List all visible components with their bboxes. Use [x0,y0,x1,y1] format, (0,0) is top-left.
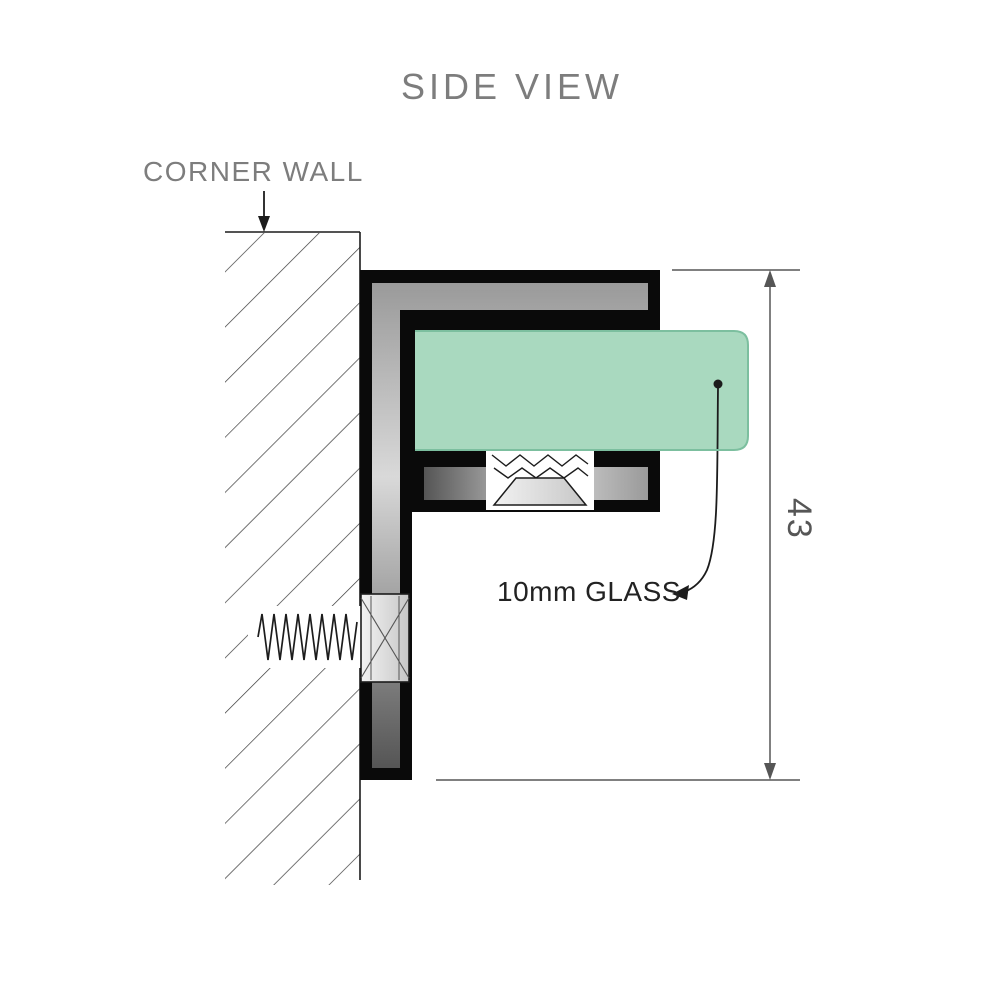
grub-screw-thread-line-1 [491,454,589,467]
glass-leader-arrowhead-icon [672,585,689,600]
grub-screw-thread-line-2 [493,467,589,479]
grub-screw [486,450,594,510]
glass-leader-dot [713,379,723,389]
screw-head-taper-line-2 [360,597,410,679]
grub-screw-cone [492,477,588,506]
dimension-43: 43 [436,269,818,781]
corner-wall-arrowhead-icon [258,216,270,232]
dimension-value-label: 43 [780,498,818,540]
glass-leader [672,379,723,600]
corner-wall-arrow [258,191,270,232]
dimension-arrowhead-bottom-icon [764,763,776,780]
glass-panel-border [415,330,749,451]
glass-leader-curve [683,387,719,593]
bracket-arm-and-spine-face [372,283,648,768]
wall-hatching [225,233,360,885]
corner-wall-label: CORNER WALL [143,156,364,187]
screw-thread [257,613,358,661]
dimension-arrowhead-top-icon [764,270,776,287]
wall-screw [248,593,410,683]
glass-label: 10mm GLASS [497,576,681,607]
page-title: SIDE VIEW [401,66,623,107]
glass-panel [415,331,748,450]
